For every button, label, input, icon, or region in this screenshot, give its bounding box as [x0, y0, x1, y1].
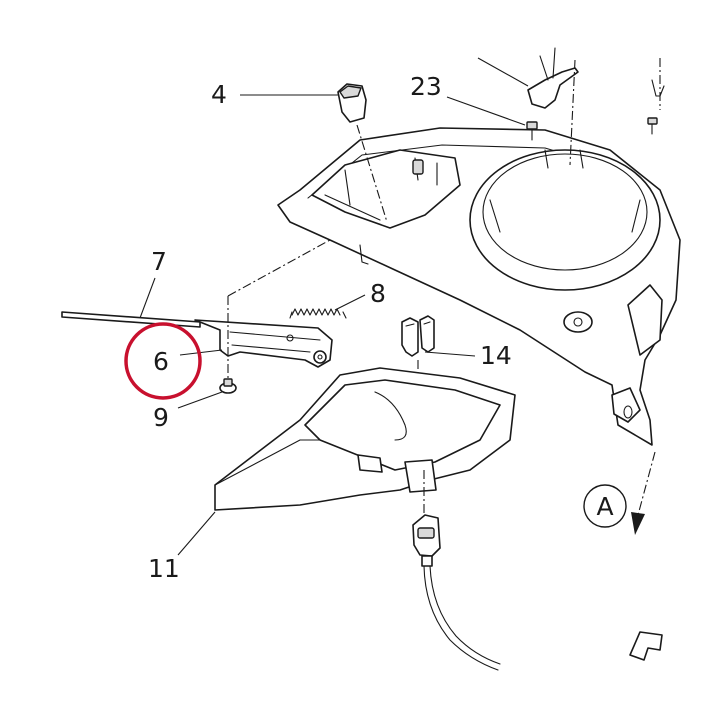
- corner-fragment: [629, 631, 663, 661]
- arrow-down-icon: [631, 512, 645, 535]
- part-7-rod: [61, 311, 201, 328]
- callout-23: 23: [410, 72, 442, 101]
- callout-4: 4: [211, 80, 227, 109]
- callout-7: 7: [151, 247, 167, 276]
- leader-14: [424, 351, 476, 357]
- reference-a-label: A: [596, 492, 613, 521]
- top-right-screw: [647, 58, 665, 135]
- assembly-line-a: [637, 451, 656, 516]
- main-housing: [277, 127, 681, 446]
- part-23-screw: [526, 121, 538, 141]
- assembly-line-bracket-housing: [227, 239, 331, 297]
- part-9-washer: [219, 378, 237, 394]
- leader-6: [179, 349, 223, 356]
- part-14-clip: [401, 315, 435, 357]
- callout-14: 14: [480, 341, 512, 370]
- lever-part: [477, 47, 579, 109]
- highlight-circle: [124, 322, 202, 400]
- leader-23: [446, 96, 526, 126]
- assembly-line-23: [569, 59, 576, 166]
- part-4-button: [337, 83, 367, 123]
- callout-11: 11: [148, 554, 180, 583]
- leader-11: [177, 511, 216, 556]
- callout-8: 8: [370, 279, 386, 308]
- leader-7: [139, 277, 156, 319]
- callout-6: 6: [153, 347, 169, 376]
- callout-9: 9: [153, 403, 169, 432]
- part-8-spring: [289, 308, 347, 319]
- connector-cable: [412, 514, 501, 671]
- part-6-bracket: [194, 319, 333, 368]
- part-11-tray: [214, 367, 516, 511]
- reference-a-circle: [583, 484, 627, 528]
- leader-8: [334, 294, 366, 311]
- leader-9: [177, 391, 223, 409]
